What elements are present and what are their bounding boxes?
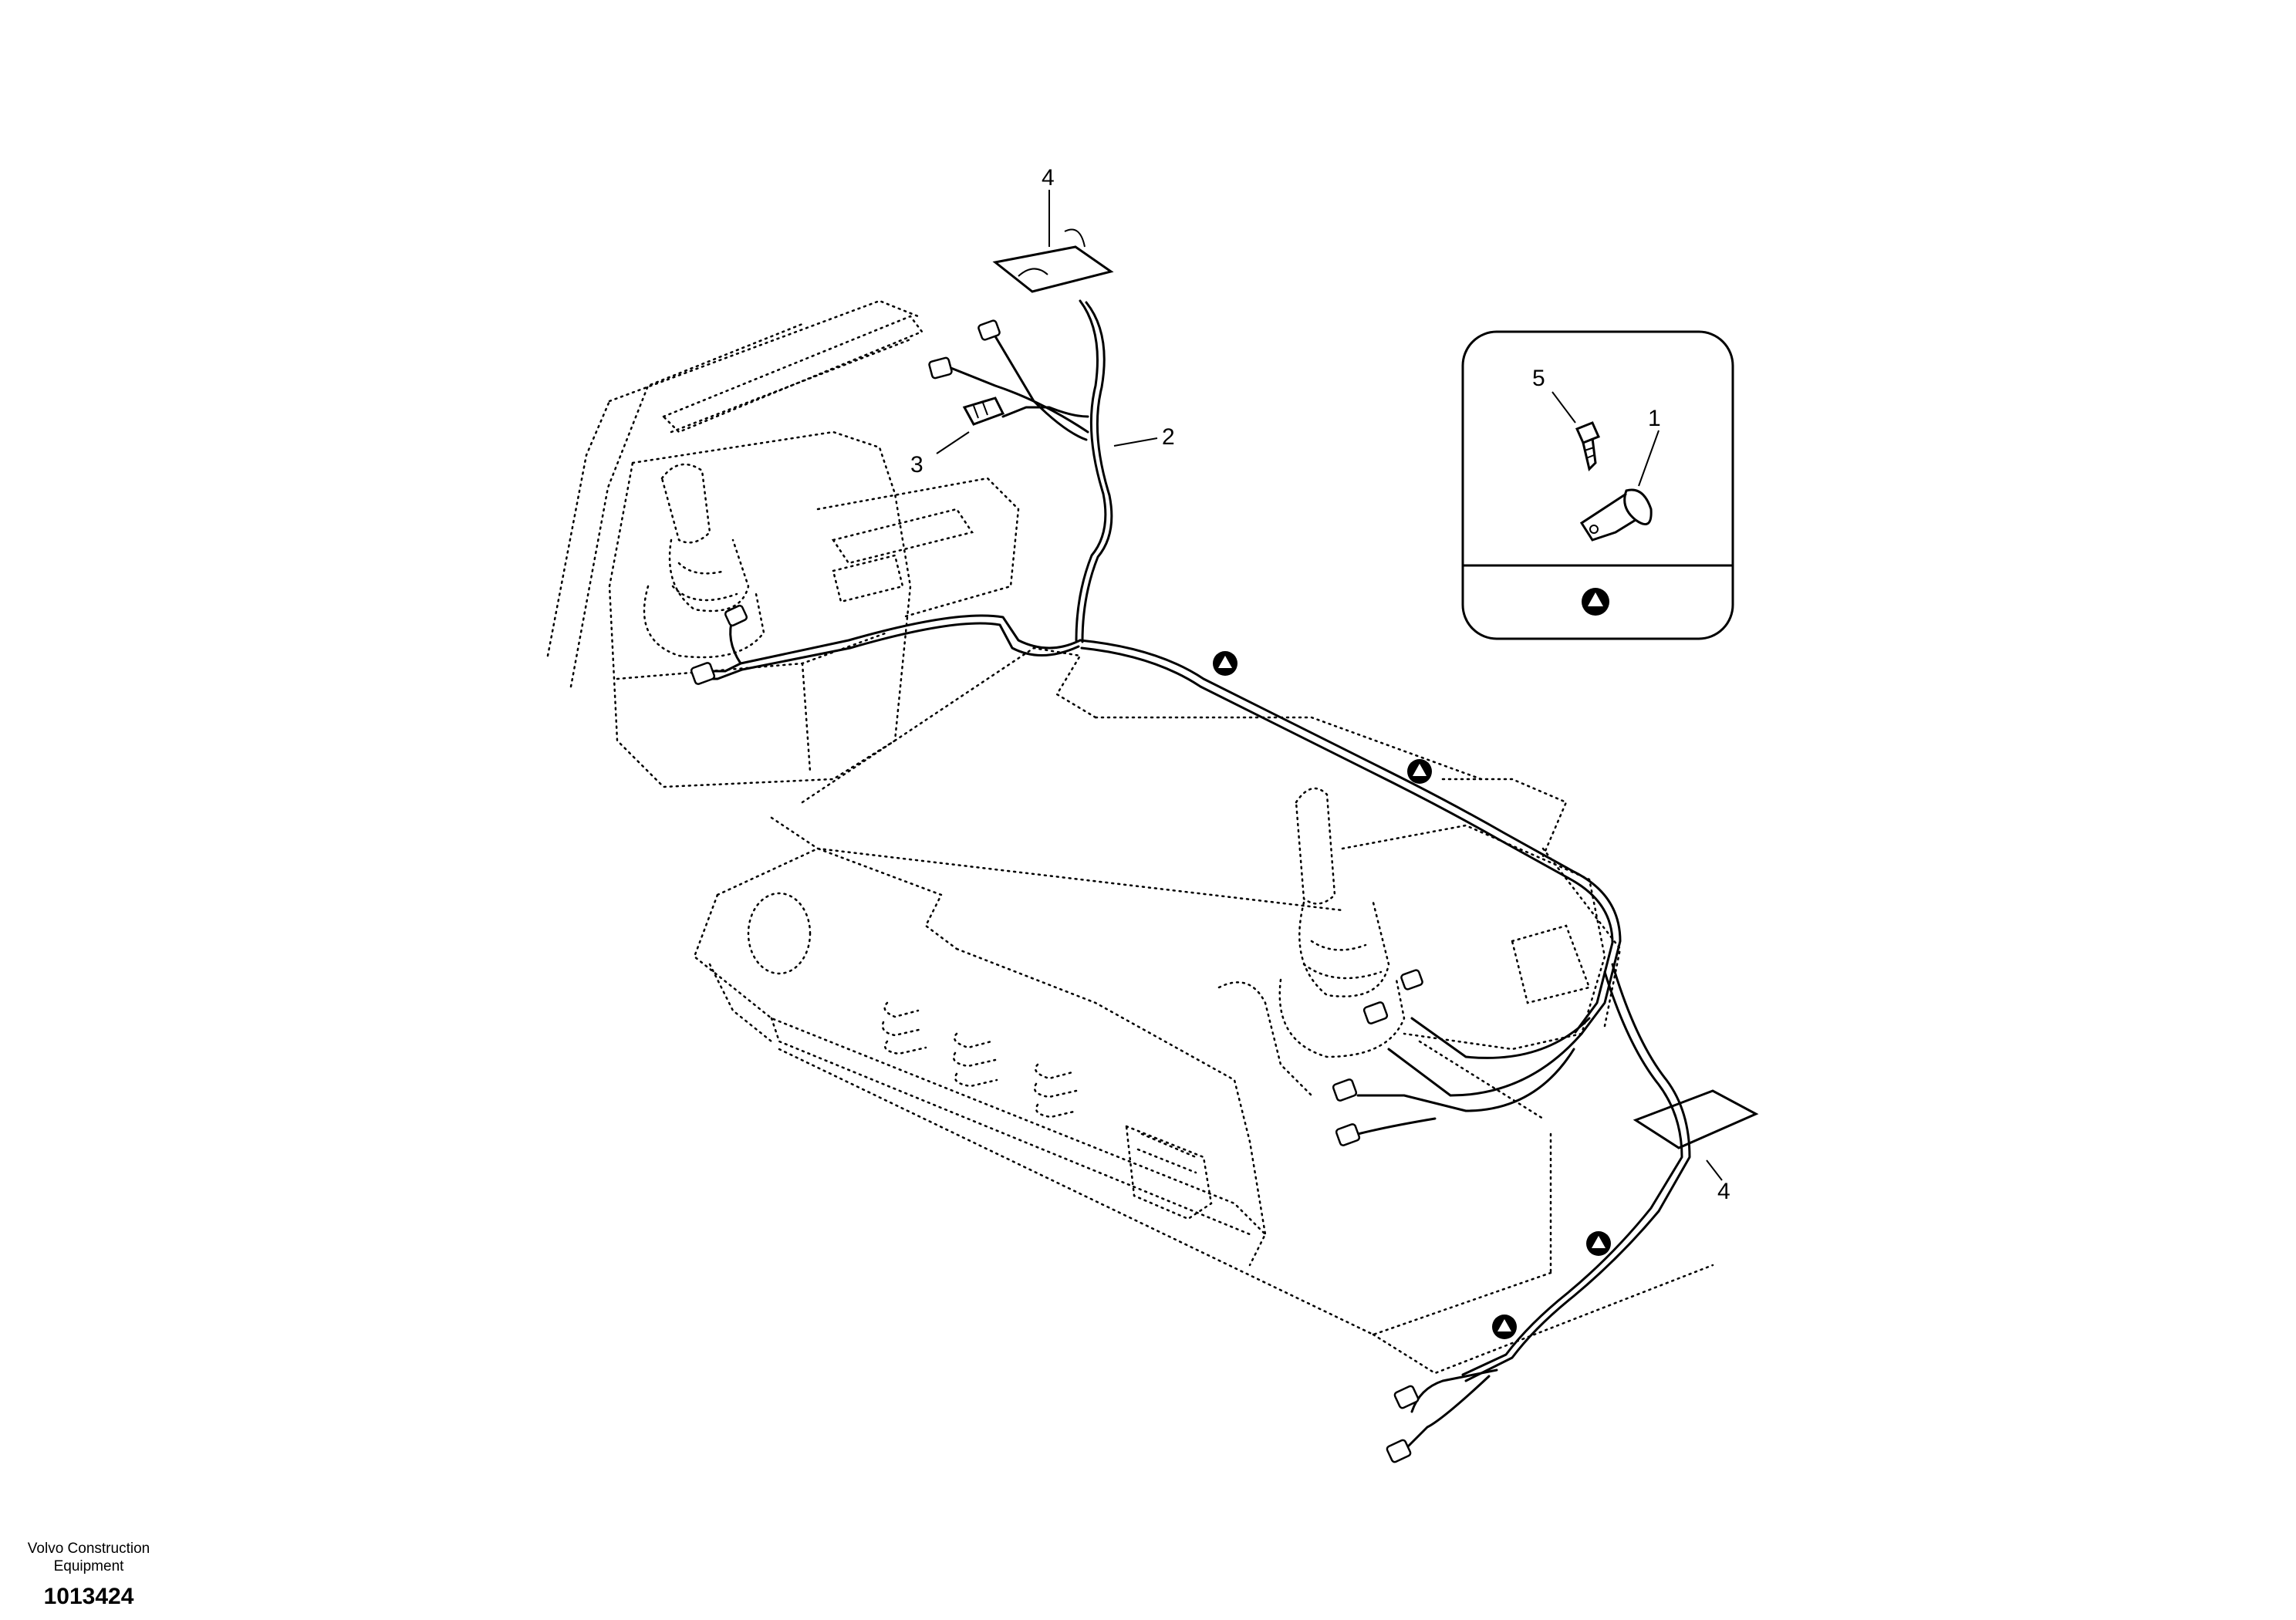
clamp-part-1 (1579, 488, 1653, 542)
footer: Volvo Construction Equipment 1013424 (0, 1540, 177, 1611)
document-number: 1013424 (43, 1584, 134, 1609)
leader-lines (936, 190, 1723, 1181)
location-markers (1213, 651, 1611, 1339)
callout-1: 1 (1648, 406, 1661, 431)
triangle-in-circle-icon (1586, 1231, 1611, 1256)
callout-2: 2 (1162, 424, 1175, 450)
right-console-outline (1217, 778, 1622, 1274)
connector-block-part-3 (962, 397, 1005, 426)
label-plate-part-4-top (992, 228, 1114, 293)
label-plate-part-4-right (1633, 1089, 1759, 1149)
detail-box (1461, 330, 1734, 640)
base-frame-outline (693, 847, 1714, 1375)
callout-3: 3 (910, 452, 923, 478)
callout-4-right: 4 (1717, 1179, 1730, 1204)
company-name-line-2: Equipment (53, 1558, 124, 1574)
left-joystick (643, 463, 765, 659)
triangle-in-circle-icon (1582, 588, 1609, 616)
triangle-in-circle-icon (1407, 759, 1432, 784)
callout-5: 5 (1532, 366, 1545, 391)
harness-connectors (690, 319, 1423, 1463)
triangle-in-circle-icon (1213, 651, 1237, 676)
callout-4-top: 4 (1042, 165, 1055, 191)
triangle-in-circle-icon (1492, 1315, 1517, 1339)
company-name-line-1: Volvo Construction (27, 1541, 150, 1557)
harness-main (693, 299, 1691, 1452)
screw-part-5 (1575, 421, 1601, 471)
